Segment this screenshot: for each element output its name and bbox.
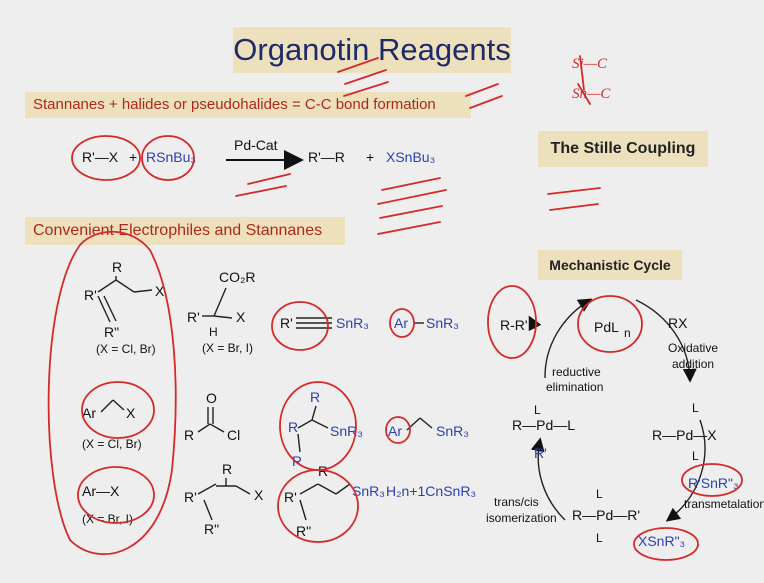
svg-text:SnR₃: SnR₃ [436, 423, 469, 439]
svg-text:R: R [112, 259, 122, 275]
svg-text:CO₂R: CO₂R [219, 269, 256, 285]
svg-text:X: X [155, 283, 165, 299]
note-sn-c: Sn—C [572, 86, 611, 102]
svg-text:Cl: Cl [227, 427, 240, 443]
oxidative-adduct: R—Pd—X [652, 427, 717, 443]
svg-text:Ar: Ar [388, 423, 402, 439]
svg-text:R: R [288, 419, 298, 435]
svg-text:X: X [236, 309, 246, 325]
rx-label: RX [668, 315, 688, 331]
svg-text:SnR₃: SnR₃ [352, 483, 385, 499]
benzyl-condition: (X = Cl, Br) [82, 437, 142, 451]
vinyl-halide: R R' X R" [184, 461, 264, 537]
svg-text:O: O [206, 390, 217, 406]
svg-text:Ar: Ar [394, 315, 408, 331]
main-reaction: R'—X + RSnBu₃ Pd-Cat R'—R + XSnBu₃ [82, 137, 435, 170]
svg-text:L: L [596, 487, 603, 501]
svg-text:L: L [692, 449, 699, 463]
svg-text:addition: addition [672, 357, 714, 371]
svg-text:R": R" [296, 523, 311, 539]
reactant-stannane: RSnBu₃ [146, 149, 196, 165]
tin-byproduct: XSnR"₃ [638, 533, 685, 549]
svg-text:H: H [209, 325, 218, 339]
svg-text:R": R" [204, 521, 219, 537]
svg-text:R: R [184, 427, 194, 443]
svg-text:isomerization: isomerization [486, 511, 557, 525]
note-si-c: Si—C [572, 56, 608, 72]
coupled-product: R-R' [500, 317, 528, 333]
svg-text:R': R' [184, 489, 197, 505]
ink-annotations [47, 55, 743, 561]
cis-intermediate: R—Pd—L [512, 417, 575, 433]
benzyl-halide: Ar X (X = Cl, Br) [82, 399, 142, 451]
section-title: Convenient Electrophiles and Stannanes [25, 217, 345, 245]
allyl-condition: (X = Cl, Br) [96, 342, 156, 356]
aryl-halide: Ar—X (X = Br, I) [82, 483, 133, 526]
alpha-halo-ester: CO₂R R' H X (X = Br, I) [187, 269, 256, 355]
acid-chloride: O R Cl [184, 390, 240, 443]
product-coupled: R'—R [308, 149, 345, 165]
plus-sign: + [129, 149, 137, 165]
isomerization-arrow [530, 437, 566, 521]
svg-text:R: R [292, 453, 302, 469]
alkyl-stannane: H₂n+1CnSnR₃ [386, 483, 476, 499]
svg-text:L: L [692, 401, 699, 415]
svg-text:transmetalation: transmetalation [684, 497, 764, 511]
tin-reagent: R'SnR"₃ [688, 475, 739, 491]
trans-intermediate: R—Pd—R' [572, 507, 640, 523]
stille-label: The Stille Coupling [538, 131, 708, 167]
reductive-arrow [544, 298, 593, 379]
svg-text:SnR₃: SnR₃ [336, 315, 369, 331]
svg-text:trans/cis: trans/cis [494, 495, 539, 509]
plus-sign: + [366, 149, 374, 165]
svg-text:L: L [534, 403, 541, 417]
svg-text:reductive: reductive [552, 365, 601, 379]
svg-text:elimination: elimination [546, 380, 603, 394]
svg-text:SnR₃: SnR₃ [426, 315, 459, 331]
svg-text:R': R' [284, 489, 297, 505]
aryl-stannane: Ar SnR₃ [394, 315, 459, 331]
benzyl-stannane: Ar SnR₃ [388, 417, 469, 439]
svg-text:n: n [624, 326, 631, 340]
slide-title: Organotin Reagents [233, 27, 511, 73]
reaction-summary: Stannanes + halides or pseudohalides = C… [25, 92, 471, 118]
vinyl-stannane: R R R SnR₃ [288, 389, 363, 469]
mechanism-header: Mechanistic Cycle [538, 250, 682, 280]
alpha-condition: (X = Br, I) [202, 341, 253, 355]
svg-text:R': R' [187, 309, 200, 325]
svg-text:Oxidative: Oxidative [668, 341, 718, 355]
svg-text:R": R" [104, 324, 119, 340]
reactant-halide: R'—X [82, 149, 119, 165]
oxidative-arrow [635, 299, 697, 383]
svg-text:X: X [254, 487, 264, 503]
svg-text:X: X [126, 405, 136, 421]
allyl-halide: R R' X R" (X = Cl, Br) [84, 259, 165, 356]
svg-text:SnR₃: SnR₃ [330, 423, 363, 439]
svg-text:R: R [310, 389, 320, 405]
svg-text:R': R' [280, 315, 293, 331]
svg-text:R': R' [534, 445, 547, 461]
svg-text:Ar: Ar [82, 405, 96, 421]
handwritten-notes: Si—C Sn—C [572, 56, 611, 102]
alkynyl-stannane: R' SnR₃ [280, 315, 369, 331]
transmetalation-arrow [665, 419, 706, 522]
svg-text:R': R' [84, 287, 97, 303]
product-tin-halide: XSnBu₃ [386, 149, 435, 165]
catalyst-label: Pd-Cat [234, 137, 278, 153]
svg-text:R: R [222, 461, 232, 477]
aryl-halide-formula: Ar—X [82, 483, 120, 499]
pd-catalyst: PdL [594, 319, 619, 335]
mechanistic-cycle: PdL n RX Oxidative addition reductive el… [486, 298, 764, 549]
svg-text:L: L [596, 531, 603, 545]
